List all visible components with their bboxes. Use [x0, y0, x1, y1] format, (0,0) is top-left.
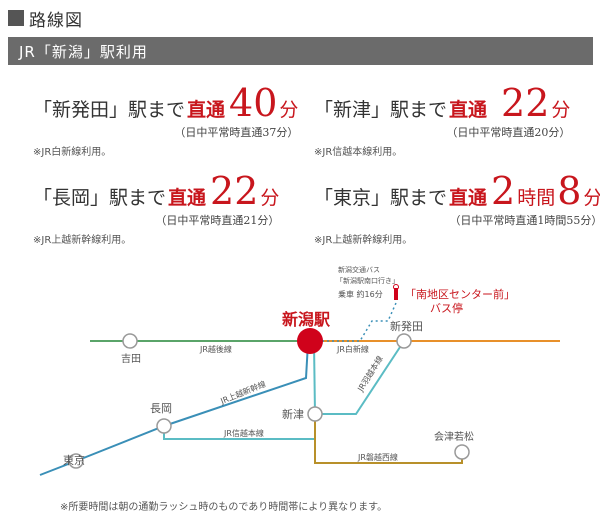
route-time-unit: 分	[279, 99, 299, 121]
shibata-station	[396, 333, 412, 349]
route-time-number: 8	[557, 169, 582, 213]
uetsu-line-label: JR羽越本線	[355, 354, 385, 394]
yoshida-label: 吉田	[121, 353, 141, 365]
subheader-text: JR「新潟」駅利用	[19, 42, 148, 61]
route-destination: 「長岡」駅まで	[33, 187, 167, 209]
nagaoka-station	[156, 418, 172, 434]
square-bullet-icon	[8, 10, 24, 26]
bus-stop-icon	[394, 288, 398, 300]
uetsu-line	[315, 340, 405, 415]
nagaoka-label: 長岡	[150, 402, 172, 415]
banetsu-line	[314, 414, 463, 464]
bus-company-label: 新潟交通バス	[338, 265, 380, 274]
route-note: ※JR信越本線利用。	[314, 147, 403, 158]
route-time-number: 2	[491, 169, 516, 213]
niigata-label: 新潟駅	[282, 310, 331, 329]
bus-stop-suffix-label: バス停	[430, 301, 463, 315]
echigo-line-label: JR越後線	[199, 344, 232, 354]
bus-route	[322, 302, 397, 342]
aizu-label: 会津若松	[434, 430, 474, 443]
bus-destination-label: 「新潟駅南口行き」	[336, 276, 399, 285]
shinetsu-line-south	[163, 414, 316, 440]
route-tokyo: 「東京」駅まで 直通 2 時間 8 分 （日中平常時直通1時間55分） ※JR上…	[314, 172, 600, 246]
joetsu-shinkansen-line	[39, 342, 309, 476]
footnote: ※所要時間は朝の通勤ラッシュ時のものであり時間帯により異なります。	[60, 502, 388, 513]
route-daytime-time: （日中平常時直通1時間55分）	[449, 214, 600, 227]
route-destination: 「東京」駅まで	[314, 187, 448, 209]
route-direct: 直通	[168, 187, 207, 209]
route-daytime-time: （日中平常時直通21分）	[155, 214, 280, 227]
route-nagaoka: 「長岡」駅まで 直通 22 分 （日中平常時直通21分） ※JR上越新幹線利用。	[33, 172, 279, 246]
section-title-text: 路線図	[29, 10, 83, 31]
subheader-bar: JR「新潟」駅利用	[8, 37, 593, 65]
route-note: ※JR上越新幹線利用。	[314, 235, 413, 246]
bus-stop-name-label: 「南地区センター前」	[405, 287, 515, 301]
shinetsu-line	[313, 342, 316, 415]
route-time-unit: 分	[583, 187, 600, 209]
tokyo-label: 東京	[63, 453, 85, 467]
route-time-number: 22	[210, 169, 259, 213]
section-title: 路線図	[8, 6, 83, 31]
route-note: ※JR上越新幹線利用。	[33, 235, 132, 246]
route-shibata: 「新発田」駅まで 直通 40 分 （日中平常時直通37分） ※JR白新線利用。	[33, 84, 298, 158]
tokyo-station	[68, 453, 84, 469]
hakushin-line-label: JR白新線	[336, 344, 369, 354]
route-direct: 直通	[187, 99, 226, 121]
route-destination: 「新発田」駅まで	[33, 99, 186, 121]
bus-ride-time-label: 乗車 約16分	[338, 289, 383, 299]
route-daytime-time: （日中平常時直通37分）	[174, 126, 299, 139]
route-niitsu: 「新津」駅まで 直通 22 分 （日中平常時直通20分） ※JR信越本線利用。	[314, 84, 570, 158]
route-direct: 直通	[449, 187, 488, 209]
route-destination: 「新津」駅まで	[314, 99, 448, 121]
shibata-label: 新発田	[390, 319, 423, 333]
niigata-station	[297, 328, 323, 354]
niitsu-station	[307, 406, 323, 422]
shinkansen-line-label: JR上越新幹線	[218, 379, 267, 407]
yoshida-station	[122, 333, 138, 349]
route-time-number: 22	[501, 81, 550, 125]
shinetsu-line-label: JR信越本線	[223, 428, 264, 438]
niitsu-label: 新津	[282, 407, 304, 421]
banetsu-line-label: JR磐越西線	[357, 452, 398, 462]
route-note: ※JR白新線利用。	[33, 147, 112, 158]
route-time-unit: 時間	[517, 187, 556, 209]
aizu-station	[454, 444, 470, 460]
route-time-number: 40	[229, 81, 278, 125]
route-time-unit: 分	[260, 187, 280, 209]
route-daytime-time: （日中平常時直通20分）	[446, 126, 571, 139]
bus-stop-icon-top	[393, 284, 399, 290]
route-direct: 直通	[449, 99, 488, 121]
route-time-unit: 分	[551, 99, 571, 121]
